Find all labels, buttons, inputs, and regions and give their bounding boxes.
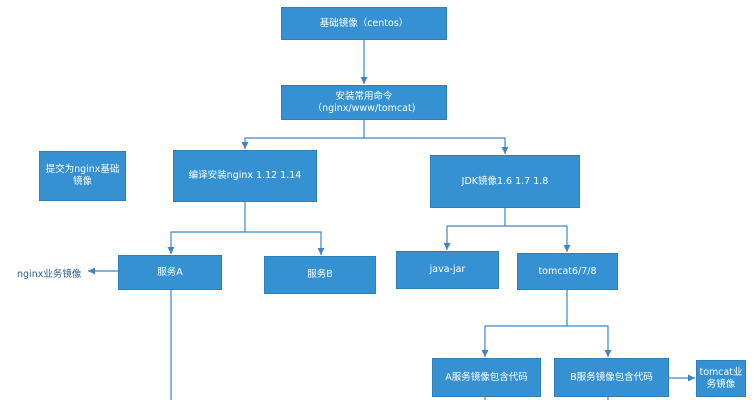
- node-b-service-image[interactable]: B服务镜像包含代码: [554, 358, 669, 397]
- edge-tomcat-split: [481, 290, 568, 357]
- edge-tomcat-to-b: [567, 325, 612, 357]
- node-install-commands-label: 安装常用命令（nginx/www/tomcat): [312, 90, 416, 114]
- node-a-service-image-label: A服务镜像包含代码: [445, 371, 528, 383]
- node-commit-nginx[interactable]: 提交为nginx基础镜像: [39, 151, 126, 201]
- edge-compile-split: [167, 202, 246, 254]
- edge-install-split: [241, 120, 365, 149]
- node-install-commands[interactable]: 安装常用命令（nginx/www/tomcat): [281, 85, 447, 120]
- node-java-jar[interactable]: java-jar: [396, 251, 499, 289]
- node-service-a[interactable]: 服务A: [118, 255, 222, 290]
- node-b-service-image-label: B服务镜像包含代码: [570, 371, 653, 383]
- node-jdk-image-label: JDK镜像1.6 1.7 1.8: [461, 175, 549, 187]
- nginx-business-label: nginx业务镜像: [17, 269, 82, 280]
- node-tomcat-label: tomcat6/7/8: [538, 265, 597, 277]
- node-a-service-image[interactable]: A服务镜像包含代码: [432, 358, 541, 397]
- edge-jdk-to-tomcat: [505, 225, 571, 252]
- edge-install-to-jdk: [364, 137, 509, 154]
- node-service-b-label: 服务B: [307, 269, 333, 280]
- node-commit-nginx-label: 提交为nginx基础镜像: [45, 164, 120, 187]
- node-service-b[interactable]: 服务B: [264, 256, 376, 294]
- edge-jdk-split: [443, 208, 506, 250]
- node-base-image-label: 基础镜像（centos）: [319, 17, 409, 29]
- node-tomcat-business-label: tomcat业务镜像: [699, 366, 743, 390]
- node-service-a-label: 服务A: [157, 266, 183, 278]
- node-tomcat[interactable]: tomcat6/7/8: [517, 253, 618, 290]
- node-java-jar-label: java-jar: [429, 264, 466, 275]
- node-jdk-image[interactable]: JDK镜像1.6 1.7 1.8: [430, 155, 580, 208]
- node-compile-nginx[interactable]: 编译安装nginx 1.12 1.14: [173, 150, 317, 202]
- node-compile-nginx-label: 编译安装nginx 1.12 1.14: [188, 170, 302, 181]
- node-base-image[interactable]: 基础镜像（centos）: [281, 7, 447, 40]
- edge-compile-to-b: [245, 231, 325, 255]
- node-tomcat-business[interactable]: tomcat业务镜像: [696, 360, 746, 397]
